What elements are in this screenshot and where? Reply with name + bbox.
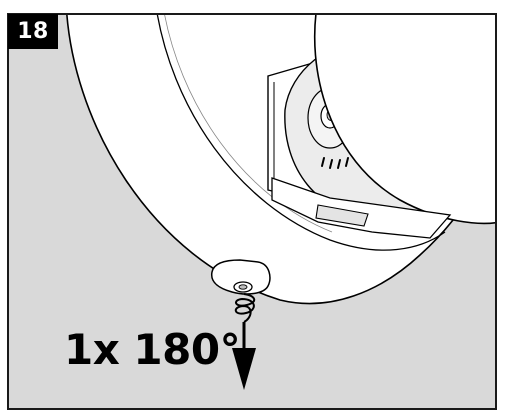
rotation-spiral-icon xyxy=(234,293,256,323)
housing-rim-shadow xyxy=(164,14,333,233)
housing-inner-rim xyxy=(156,14,446,251)
camera-base-tray xyxy=(271,177,452,239)
base-slot xyxy=(315,204,369,227)
down-arrow-icon xyxy=(232,322,256,390)
screw-boss xyxy=(210,259,271,295)
camera-vent-slots xyxy=(321,157,349,169)
screw-slot xyxy=(238,284,248,290)
rotation-instruction-label: 1x 180° xyxy=(64,325,241,374)
step-number-badge: 18 xyxy=(8,14,58,49)
panel-frame xyxy=(7,13,497,410)
upper-disc xyxy=(313,14,496,225)
